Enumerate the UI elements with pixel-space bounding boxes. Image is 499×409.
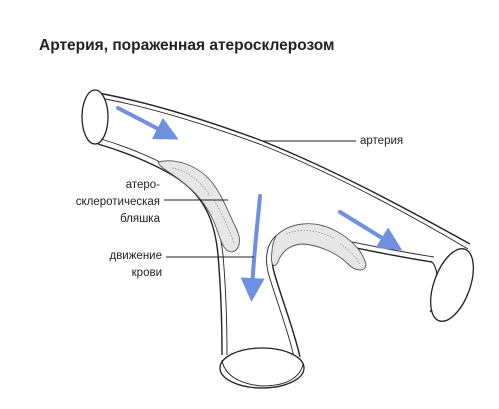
label-plaque-line1: атеро- <box>125 179 160 191</box>
artery-wall-top <box>91 91 471 245</box>
artery-wall-top-inner <box>93 96 469 250</box>
diagram-title: Артерия, пораженная атеросклерозом <box>39 37 335 54</box>
artery-wall-left-lower-inner <box>100 138 228 356</box>
label-plaque-line3: бляшка <box>120 213 160 225</box>
flow-arrow-down <box>240 194 265 302</box>
label-plaque-line2: склеротическая <box>75 196 160 208</box>
flow-arrow-right <box>338 210 403 251</box>
label-flow-line2: крови <box>131 267 162 279</box>
artery-bottom-lip <box>221 359 304 387</box>
flow-arrow-upper-left <box>116 106 179 140</box>
artery-wall-left-lower <box>97 143 223 356</box>
label-plaque: атеро- склеротическая бляшка <box>58 177 160 228</box>
label-artery: артерия <box>360 135 404 147</box>
label-flow-line1: движение <box>109 250 162 262</box>
label-flow: движение крови <box>70 248 162 282</box>
artery-bottom-opening <box>219 347 305 389</box>
artery-left-opening <box>81 89 109 145</box>
artery-right-opening <box>430 248 474 322</box>
plaque-right <box>271 223 367 271</box>
plaque-left-texture <box>171 167 235 245</box>
plaque-left <box>157 160 240 253</box>
plaque-right-texture <box>285 230 361 265</box>
